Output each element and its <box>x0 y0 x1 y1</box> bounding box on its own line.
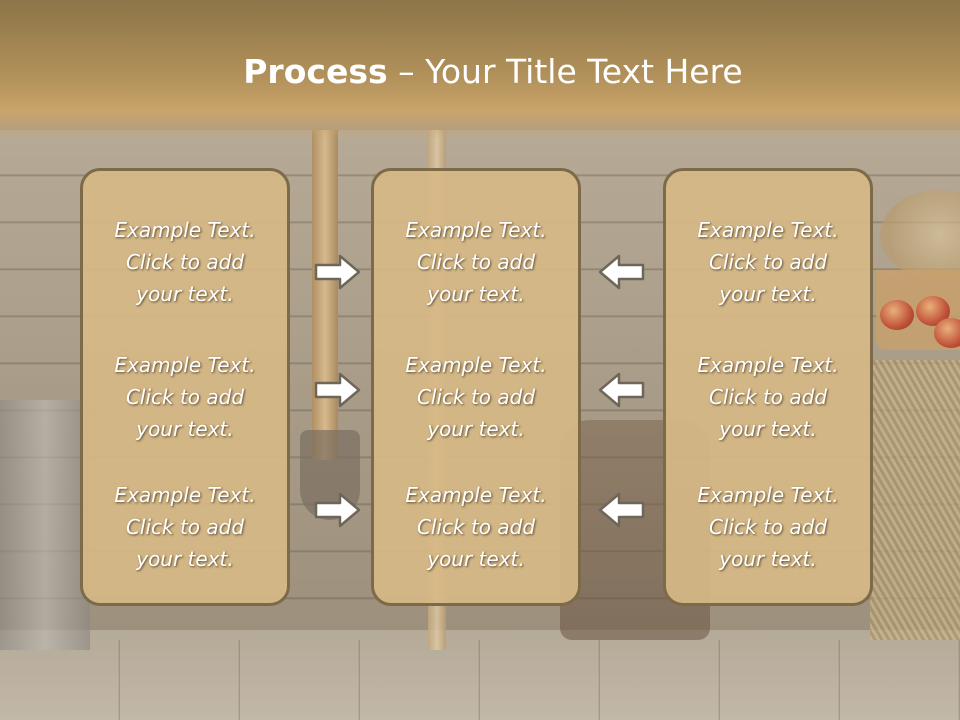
text-block[interactable]: Example Text. Click to add your text. <box>83 214 287 310</box>
arrow-left-icon <box>598 254 645 290</box>
slide-title[interactable]: Process – Your Title Text Here <box>0 52 960 91</box>
text-line: Click to add <box>708 515 828 539</box>
text-line: Example Text. <box>405 218 547 242</box>
arrow-left-icon <box>598 492 645 528</box>
text-line: Example Text. <box>697 483 839 507</box>
text-line: Example Text. <box>697 218 839 242</box>
text-block[interactable]: Example Text. Click to add your text. <box>374 214 578 310</box>
text-line: Click to add <box>125 515 245 539</box>
text-block[interactable]: Example Text. Click to add your text. <box>83 479 287 575</box>
text-line: Example Text. <box>405 483 547 507</box>
title-bar <box>0 0 960 140</box>
text-line: Click to add <box>416 385 536 409</box>
shovel-handle-image <box>312 130 338 460</box>
text-line: your text. <box>427 282 525 306</box>
arrow-right-icon <box>314 254 361 290</box>
text-line: your text. <box>136 417 234 441</box>
text-line: Example Text. <box>405 353 547 377</box>
process-box-center[interactable]: Example Text. Click to add your text. Ex… <box>371 168 581 606</box>
text-line: your text. <box>719 282 817 306</box>
text-line: your text. <box>719 417 817 441</box>
text-line: Click to add <box>416 515 536 539</box>
text-line: Click to add <box>708 385 828 409</box>
text-block[interactable]: Example Text. Click to add your text. <box>666 479 870 575</box>
text-line: your text. <box>427 417 525 441</box>
process-box-left[interactable]: Example Text. Click to add your text. Ex… <box>80 168 290 606</box>
text-line: your text. <box>427 547 525 571</box>
hay-bale-image <box>870 360 960 640</box>
text-block[interactable]: Example Text. Click to add your text. <box>666 214 870 310</box>
text-line: Click to add <box>416 250 536 274</box>
wooden-floor-background <box>0 630 960 720</box>
watering-can-image <box>0 400 90 650</box>
text-line: your text. <box>136 282 234 306</box>
text-line: Example Text. <box>114 483 256 507</box>
text-line: Click to add <box>125 385 245 409</box>
title-bold-text: Process <box>243 52 388 91</box>
apple-image <box>880 300 914 330</box>
text-line: Example Text. <box>114 218 256 242</box>
apple-image <box>934 318 960 348</box>
text-block[interactable]: Example Text. Click to add your text. <box>83 349 287 445</box>
process-box-right[interactable]: Example Text. Click to add your text. Ex… <box>663 168 873 606</box>
arrow-right-icon <box>314 372 361 408</box>
text-block[interactable]: Example Text. Click to add your text. <box>374 479 578 575</box>
text-block[interactable]: Example Text. Click to add your text. <box>374 349 578 445</box>
text-block[interactable]: Example Text. Click to add your text. <box>666 349 870 445</box>
text-line: Click to add <box>708 250 828 274</box>
floor-planks <box>0 640 960 720</box>
text-line: Example Text. <box>697 353 839 377</box>
text-line: Click to add <box>125 250 245 274</box>
arrow-left-icon <box>598 372 645 408</box>
arrow-right-icon <box>314 492 361 528</box>
text-line: your text. <box>136 547 234 571</box>
text-line: Example Text. <box>114 353 256 377</box>
title-rest-text: – Your Title Text Here <box>387 52 743 91</box>
text-line: your text. <box>719 547 817 571</box>
